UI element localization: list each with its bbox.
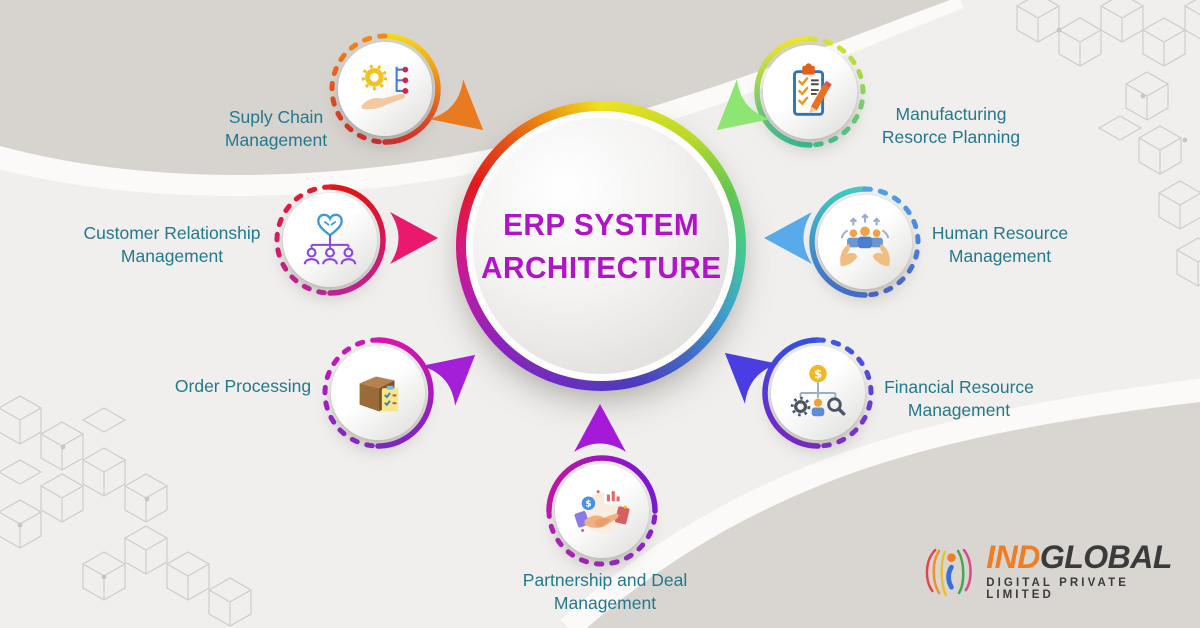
arrow-order-processing: [417, 332, 496, 411]
center-title-line1: ERP SYSTEM: [502, 207, 700, 242]
label-order-processing: Order Processing: [174, 376, 312, 396]
handshake-heart-team-icon: [270, 180, 390, 300]
indglobal-logo-text: INDGLOBAL DIGITAL PRIVATE LIMITED: [986, 541, 1200, 601]
logo-subtitle: DIGITAL PRIVATE LIMITED: [986, 577, 1129, 601]
swoosh-bottom-right: [560, 378, 1200, 628]
node-ring: [329, 33, 441, 145]
node-supply-chain-management: [325, 29, 445, 149]
node-ring: [322, 337, 434, 449]
hex-pattern-dots-top-right: [1056, 27, 1188, 143]
node-ring: [546, 455, 658, 567]
hand-gear-network-icon: [325, 29, 445, 149]
node-human-resource-management: [805, 182, 925, 302]
arrow-partnership: [572, 401, 628, 457]
node-manufacturing-resource-planning: [750, 32, 870, 152]
hex-pattern-dots-bottom-left: [17, 444, 150, 580]
node-ring: [754, 36, 866, 148]
center-inner-disc: ERP SYSTEM ARCHITECTURE: [473, 118, 729, 374]
node-customer-relationship-management: [270, 180, 390, 300]
package-checklist-icon: [318, 333, 438, 453]
finance-org-chart-icon: $: [758, 333, 878, 453]
node-ring: [809, 186, 921, 298]
svg-text:$: $: [585, 499, 591, 510]
hex-pattern-bottom-left: [0, 395, 252, 627]
svg-text:$: $: [814, 367, 822, 381]
node-ring: [274, 184, 386, 296]
logo-wordmark: INDGLOBAL: [986, 539, 1172, 575]
center-title-line2: ARCHITECTURE: [480, 250, 722, 285]
node-ring: [762, 337, 874, 449]
clipboard-checklist-icon: [750, 32, 870, 152]
hands-team-growth-icon: [805, 182, 925, 302]
erp-center-circle: ERP SYSTEM ARCHITECTURE: [456, 101, 746, 391]
node-order-processing: [318, 333, 438, 453]
node-financial-resource-management: $: [758, 333, 878, 453]
node-partnership-deal-management: $: [542, 451, 662, 571]
indglobal-logo: INDGLOBAL DIGITAL PRIVATE LIMITED: [920, 541, 1200, 601]
arrow-financial: [705, 330, 784, 409]
arrow-manufacturing: [697, 75, 776, 154]
deal-handshake-icon: $: [542, 451, 662, 571]
indglobal-logo-mark-icon: [925, 548, 972, 597]
node-disc: [338, 42, 432, 136]
arrow-supply-chain: [425, 75, 504, 154]
arrow-crm: [385, 210, 441, 266]
arrow-hrm: [761, 210, 817, 266]
